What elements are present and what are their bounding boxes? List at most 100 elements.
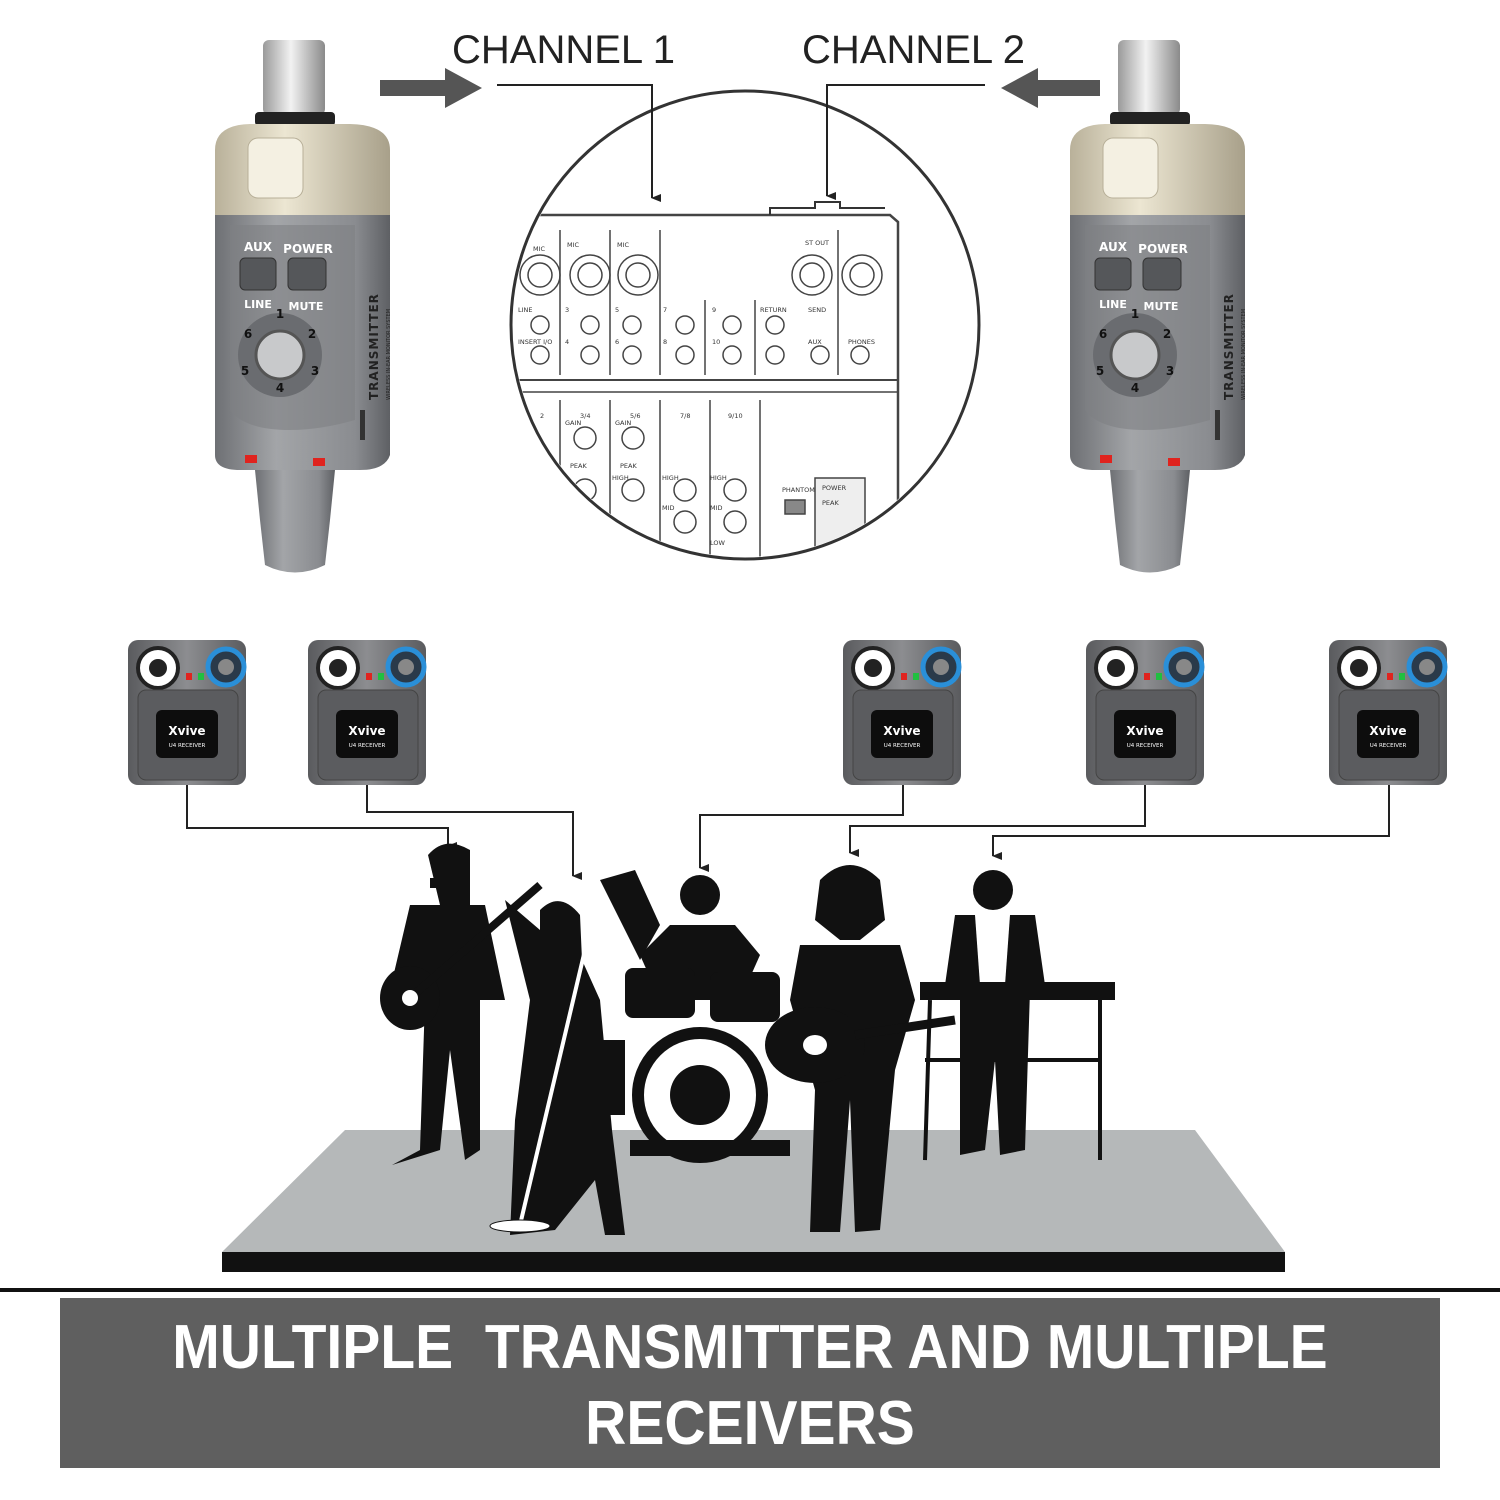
receiver: Xvive U4 RECEIVER (1329, 640, 1448, 785)
mixer-label: LOW (710, 539, 726, 547)
receiver: Xvive U4 RECEIVER (308, 640, 427, 785)
mixer-label: 8 (663, 338, 667, 346)
mixer-label: 5 (615, 306, 619, 314)
connector-line (186, 785, 457, 850)
led-indicator (1100, 455, 1112, 463)
receiver-model: U4 RECEIVER (1370, 743, 1407, 749)
transmitter-sub-text: WIRELESS IN-EAR MONITOR SYSTEM (1241, 309, 1247, 400)
mixer-label: PHONES (848, 338, 875, 346)
stage (222, 1130, 1285, 1252)
dial-number: 4 (276, 381, 284, 395)
guitarist-performer (380, 843, 543, 1165)
mixer-label: HIGH (612, 474, 629, 482)
channel-1-pointer (497, 84, 661, 202)
mute-label: MUTE (289, 300, 324, 313)
dial-number: 5 (1096, 364, 1104, 378)
dial-number: 3 (311, 364, 319, 378)
mute-label: MUTE (1144, 300, 1179, 313)
receiver-model: U4 RECEIVER (169, 743, 206, 749)
dial-number: 1 (276, 307, 284, 321)
line-label: LINE (244, 298, 272, 311)
caption-banner: MULTIPLE TRANSMITTER AND MULTIPLE RECEIV… (60, 1298, 1440, 1468)
transmitter-brand-text: TRANSMITTER (1222, 293, 1236, 400)
power-label: POWER (283, 242, 333, 256)
receiver: Xvive U4 RECEIVER (843, 640, 962, 785)
band (380, 843, 1115, 1235)
mixer-label: HIGH (662, 474, 679, 482)
mixer-label: GAIN (565, 419, 581, 427)
drummer-performer (585, 870, 790, 1163)
mixer-label: 6 (615, 338, 619, 346)
receiver-model: U4 RECEIVER (349, 743, 386, 749)
line-label: LINE (1099, 298, 1127, 311)
arrow-right-icon (380, 68, 482, 108)
channel-dial-button (1109, 329, 1161, 381)
mixer-label: LINE (518, 306, 533, 314)
connector-line (699, 785, 904, 872)
receiver-logo: Xvive (1369, 724, 1406, 738)
mixer-label: INSERT I/O (518, 338, 552, 346)
dial-number: 5 (241, 364, 249, 378)
dial-number: 2 (308, 327, 316, 341)
mixer-label: 9 (712, 306, 716, 314)
arrow-left-icon (1001, 68, 1100, 108)
mixer-label: MIC (567, 241, 580, 249)
dial-number: 6 (244, 327, 252, 341)
channel-2-label: CHANNEL 2 (802, 28, 1025, 72)
dial-number: 4 (1131, 381, 1139, 395)
keyboardist-performer (920, 870, 1115, 1161)
receiver-logo: Xvive (348, 724, 385, 738)
mixer-label: MIC (533, 245, 546, 253)
mixer-label: 10 (712, 338, 720, 346)
mixer-label: PEAK (570, 462, 587, 470)
led-indicator (313, 458, 325, 466)
mixer-label: PHANTOM (782, 486, 815, 494)
connector-line (992, 785, 1390, 860)
aux-label: AUX (1099, 240, 1128, 254)
dial-number: 6 (1099, 327, 1107, 341)
mixer-label: MID (710, 504, 723, 512)
mixer-label: MID (662, 504, 675, 512)
mixer-label: POWER (822, 484, 847, 492)
mixer-label: SEND (808, 306, 826, 314)
receiver-logo: Xvive (883, 724, 920, 738)
mixer-label: HIGH (710, 474, 727, 482)
receiver-model: U4 RECEIVER (1127, 743, 1164, 749)
receiver: Xvive U4 RECEIVER (1086, 640, 1205, 785)
dial-number: 3 (1166, 364, 1174, 378)
receiver: Xvive U4 RECEIVER (128, 640, 247, 785)
aux-label: AUX (244, 240, 273, 254)
mixer-label: 2 (540, 412, 544, 420)
caption-line-1: MULTIPLE TRANSMITTER AND MULTIPLE (172, 1313, 1328, 1382)
receiver-logo: Xvive (168, 724, 205, 738)
mixer-label: PEAK (620, 462, 637, 470)
caption-line-2: RECEIVERS (585, 1389, 915, 1458)
mixer-label: GAIN (615, 419, 631, 427)
mixer-closeup (509, 89, 981, 561)
mixer-label: PEAK (822, 499, 839, 507)
mixer-label: RETURN (760, 306, 787, 314)
channel-1-label: CHANNEL 1 (452, 28, 675, 72)
mixer-label: 7 (663, 306, 667, 314)
mixer-label: 5/6 (630, 412, 640, 420)
acoustic-guitarist-performer (765, 865, 956, 1232)
mixer-label: 4 (565, 338, 569, 346)
transmitter-brand-text: TRANSMITTER (367, 293, 381, 400)
singer-performer (489, 860, 625, 1235)
mixer-label: 3 (565, 306, 569, 314)
mixer-label: 9/10 (728, 412, 743, 420)
led-indicator (1168, 458, 1180, 466)
channel-dial-button (254, 329, 306, 381)
mixer-label: 3/4 (580, 412, 590, 420)
stage-edge (222, 1252, 1285, 1272)
mixer-label: 7/8 (680, 412, 690, 420)
receiver-logo: Xvive (1126, 724, 1163, 738)
connector-line (849, 785, 1146, 857)
receiver-model: U4 RECEIVER (884, 743, 921, 749)
mixer-label: MIC (617, 241, 630, 249)
mixer-label: AUX (808, 338, 822, 346)
divider (0, 1288, 1500, 1292)
dial-number: 1 (1131, 307, 1139, 321)
